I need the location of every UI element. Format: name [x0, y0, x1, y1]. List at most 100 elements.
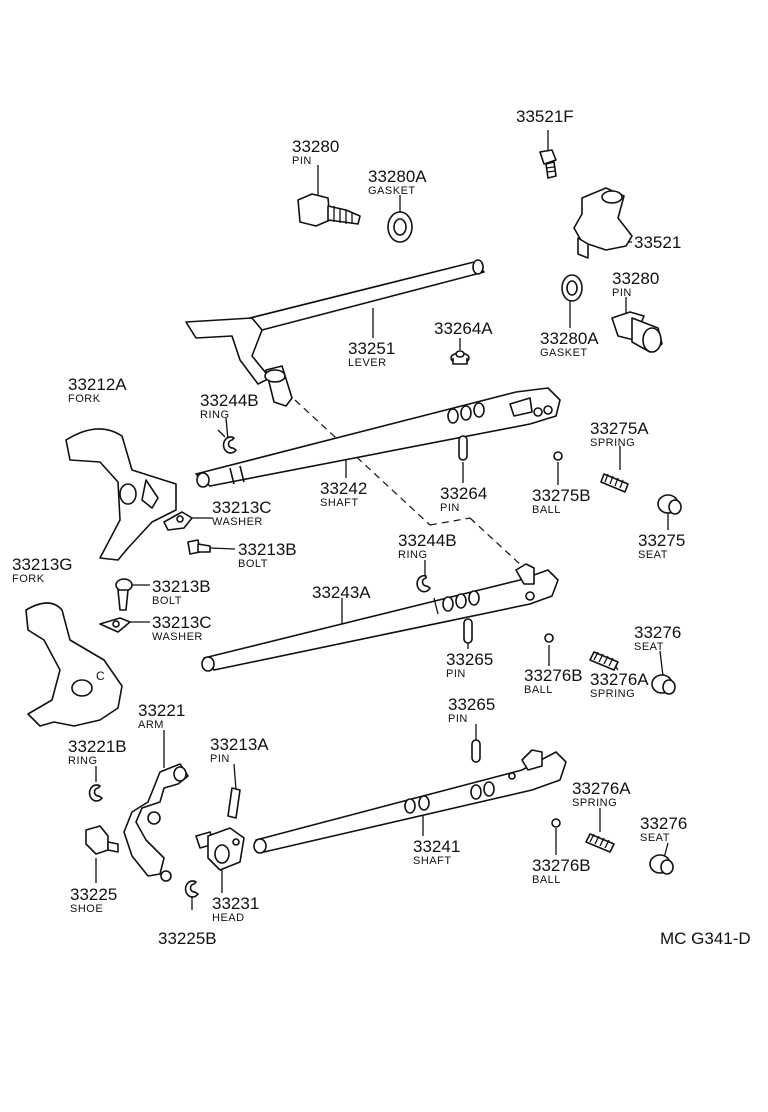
shaft-33241-part [253, 749, 567, 854]
washer-33213C-1-part [163, 511, 193, 531]
ring-33244B-1-part [222, 436, 237, 454]
label-33521F: 33521F [516, 108, 574, 125]
seat-33276-1-part [651, 674, 676, 695]
part-number: 33225 [70, 885, 118, 904]
part-number: 33242 [320, 479, 368, 498]
part-number: 33276B [532, 856, 591, 875]
part-number: 33221 [138, 701, 186, 720]
part-number: 33213B [238, 540, 297, 559]
part-number: 33264A [434, 319, 493, 338]
pin-33264-part [458, 435, 468, 461]
part-number: 33275B [532, 486, 591, 505]
part-number: 33244B [398, 531, 457, 550]
part-name: HEAD [212, 912, 245, 924]
part-name: GASKET [368, 185, 416, 197]
ring-33244B-2-part [416, 574, 431, 593]
part-name: WASHER [152, 631, 203, 643]
ring-33221B-part [88, 784, 103, 802]
part-number: 33213B [152, 577, 211, 596]
pin-33280-right-part [611, 311, 663, 353]
part-number: 33280A [540, 329, 599, 348]
part-name: FORK [68, 393, 101, 405]
label-33264A: 33264A [434, 320, 493, 337]
part-number: 33280 [612, 269, 660, 288]
part-name: PIN [440, 502, 460, 514]
part-name: RING [398, 549, 428, 561]
part-name: SPRING [572, 797, 618, 809]
part-name: SEAT [640, 832, 670, 844]
label-33243A: 33243A [312, 584, 371, 601]
spring-33276A-2-part [585, 833, 615, 853]
part-number: 33265 [446, 650, 494, 669]
fork-33212A-part [65, 428, 177, 561]
part-name: BALL [532, 504, 561, 516]
part-name: SPRING [590, 688, 636, 700]
part-name: BALL [524, 684, 553, 696]
assembly-dashed-lines [294, 399, 523, 567]
part-number: 33276A [590, 670, 649, 689]
plug-33264A-part [450, 350, 470, 365]
part-number: 33251 [348, 339, 396, 358]
part-name: SHAFT [320, 497, 359, 509]
part-name: RING [200, 409, 230, 421]
part-name: SEAT [634, 641, 664, 653]
part-number: 33521 [634, 233, 682, 252]
arm-33221-part [123, 763, 189, 882]
ball-33276B-2-part [551, 818, 561, 828]
part-name: ARM [138, 719, 164, 731]
pin-33213A-part [227, 787, 241, 819]
part-number: 33275 [638, 531, 686, 550]
lever-33251-part [185, 259, 485, 407]
part-number: 33265 [448, 695, 496, 714]
bracket-33521-part [573, 187, 633, 259]
part-number: 33221B [68, 737, 127, 756]
part-name: BOLT [238, 558, 268, 570]
part-name: RING [68, 755, 98, 767]
bolt-33213B-2-part [115, 578, 133, 611]
part-number: 33243A [312, 583, 371, 602]
pin-33280-top-part [297, 193, 361, 227]
part-number: 33264 [440, 484, 488, 503]
part-number: 33213G [12, 555, 73, 574]
part-name: BOLT [152, 595, 182, 607]
part-number: 33213C [212, 498, 272, 517]
part-name: SHAFT [413, 855, 452, 867]
part-number: 33244B [200, 391, 259, 410]
part-name: SEAT [638, 549, 668, 561]
shoe-33225-part [85, 825, 119, 855]
part-name: PIN [292, 155, 312, 167]
spring-33275A-part [600, 473, 629, 493]
part-name: SHOE [70, 903, 104, 915]
seat-33276-2-part [649, 854, 674, 875]
part-number: 33213C [152, 613, 212, 632]
part-number: 33241 [413, 837, 461, 856]
bolt-33213B-1-part [187, 539, 211, 555]
washer-33213C-2-part [99, 617, 131, 633]
part-number: 33275A [590, 419, 649, 438]
label-33521: 33521 [634, 234, 681, 251]
seat-33275-part [657, 494, 682, 515]
